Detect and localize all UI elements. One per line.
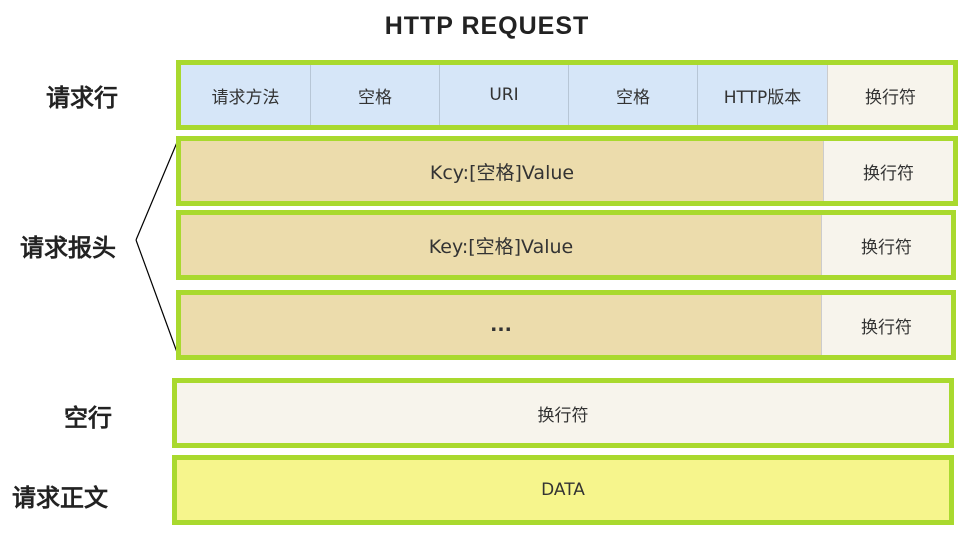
request-line-box: 请求方法 空格 URI 空格 HTTP版本 换行符 (176, 60, 958, 130)
header-row-3-crlf: 换行符 (821, 295, 951, 355)
header-row-3: ... 换行符 (176, 290, 956, 360)
label-blank-line: 空行 (64, 404, 112, 432)
label-request-line: 请求行 (46, 84, 118, 112)
label-headers: 请求报头 (20, 234, 116, 262)
header-row-1-content: Kcy:[空格]Value (181, 141, 823, 201)
uri-cell: URI (440, 65, 569, 125)
diagram-title: HTTP REQUEST (384, 12, 590, 40)
body-box: DATA (172, 455, 954, 525)
request-line-crlf-cell: 换行符 (827, 65, 953, 125)
header-row-3-content: ... (181, 295, 821, 355)
body-data: DATA (177, 460, 949, 520)
http-version-cell: HTTP版本 (698, 65, 827, 125)
space-cell-1: 空格 (311, 65, 440, 125)
label-body: 请求正文 (12, 484, 108, 512)
header-row-2: Key:[空格]Value 换行符 (176, 210, 956, 280)
space-cell-2: 空格 (569, 65, 698, 125)
header-row-2-content: Key:[空格]Value (181, 215, 821, 275)
header-row-1: Kcy:[空格]Value 换行符 (176, 136, 958, 206)
header-row-1-crlf: 换行符 (823, 141, 953, 201)
header-row-2-crlf: 换行符 (821, 215, 951, 275)
blank-line-crlf: 换行符 (177, 383, 949, 443)
blank-line-box: 换行符 (172, 378, 954, 448)
request-method-cell: 请求方法 (181, 65, 311, 125)
